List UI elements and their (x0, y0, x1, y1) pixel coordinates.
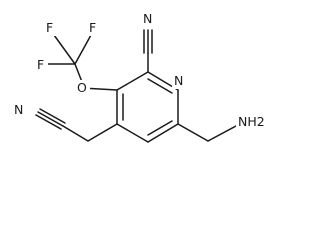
atom-amine: NH2 (238, 114, 265, 129)
bond-c-f-top-left (53, 34, 76, 65)
bond-ring-c3-c2 (116, 71, 149, 91)
bond-ring-c2-n-inner (147, 78, 173, 94)
bond-ch2-nh2 (207, 125, 237, 142)
bond-c4-ch2 (87, 123, 118, 142)
atom-f-top-right: F (89, 20, 96, 35)
atom-f-left: F (37, 57, 44, 72)
bond-ring-c6-c5 (147, 123, 179, 143)
atom-oxygen: O (77, 80, 87, 95)
bond-nitrile2-triple-c (39, 108, 66, 124)
bond-ring-c6-c5-inner (147, 120, 173, 136)
atom-nitrogen-ring: N (174, 73, 183, 88)
bond-c6-ch2 (177, 123, 209, 142)
atom-labels: F F F O N N N NH2 (12, 11, 270, 131)
bond-c-f-top-right (74, 34, 92, 65)
atom-nitrogen-nitrile-top: N (143, 11, 152, 26)
bond-c-o (74, 63, 83, 83)
bond-ring-c5-c4 (116, 123, 149, 143)
bond-nitrile2-triple-b (37, 111, 64, 127)
chemical-structure: F F F O N N N NH2 (12, 11, 270, 143)
bond-ch2-nitrile-carbon (62, 125, 89, 142)
atom-f-top-left: F (46, 20, 53, 35)
bond-nitrile2-triple-a (35, 114, 62, 130)
bonds (35, 29, 237, 143)
atom-nitrogen-nitrile-left: N (14, 102, 23, 117)
